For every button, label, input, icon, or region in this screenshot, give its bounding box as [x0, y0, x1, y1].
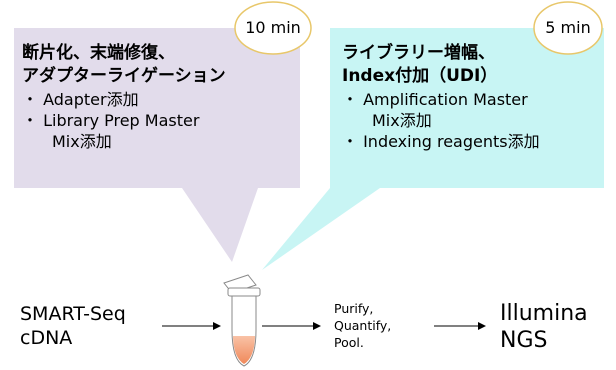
step1-text: 断片化、末端修復、 アダプターライゲーション ・ Adapter添加 ・ Lib…: [22, 42, 226, 152]
process-label-line: Quantify,: [334, 318, 392, 333]
step1-time-label: 10 min: [245, 18, 301, 37]
step1-speech-bubble: [14, 28, 300, 262]
output-label: Illumina NGS: [500, 300, 588, 354]
step2-speech-bubble: [262, 28, 604, 270]
step1-title-line: アダプターライゲーション: [22, 66, 226, 86]
step2-bullet: ・ Amplification Master: [342, 90, 528, 109]
process-label-line: Pool.: [334, 335, 364, 350]
step2-bullet-continuation: Mix添加: [372, 111, 432, 130]
step1-title-line: 断片化、末端修復、: [22, 43, 175, 63]
output-label-line: Illumina: [500, 301, 588, 326]
step2-bullet: ・ Indexing reagents添加: [342, 132, 540, 151]
step2-title-line: Index付加（UDI）: [342, 66, 498, 86]
step2-title-line: ライブラリー増幅、: [342, 43, 495, 63]
step1-bullet-continuation: Mix添加: [52, 132, 112, 151]
step1-bullet: ・ Library Prep Master: [22, 111, 200, 130]
process-label-line: Purify,: [334, 301, 374, 316]
step2-time-label: 5 min: [545, 18, 591, 37]
sample-tube-icon: [223, 274, 261, 367]
step2-time-circle: [533, 1, 603, 55]
input-label-line: cDNA: [20, 327, 73, 349]
process-label: Purify, Quantify, Pool.: [334, 300, 391, 351]
step1-bullet: ・ Adapter添加: [22, 90, 139, 109]
step1-time-circle: [234, 1, 312, 55]
input-label-line: SMART-Seq: [20, 303, 126, 325]
input-label: SMART-Seq cDNA: [20, 302, 126, 350]
output-label-line: NGS: [500, 328, 548, 353]
step2-text: ライブラリー増幅、 Index付加（UDI） ・ Amplification M…: [342, 42, 540, 152]
